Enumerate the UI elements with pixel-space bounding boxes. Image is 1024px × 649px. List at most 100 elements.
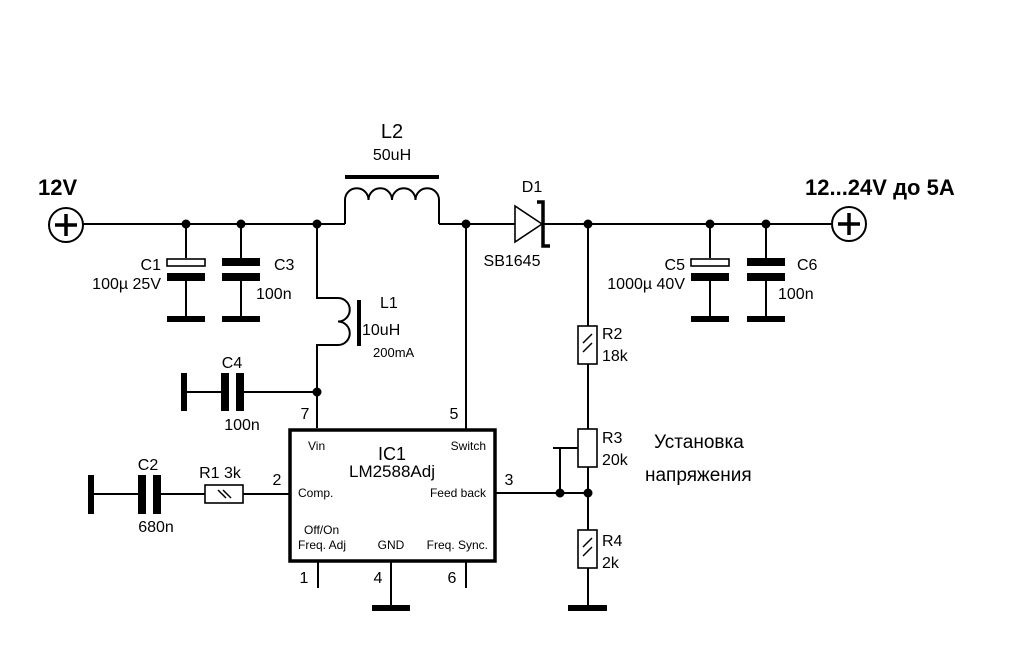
- junction-dot: [583, 488, 593, 498]
- r1-marking: [217, 489, 232, 499]
- r4-body: [577, 529, 598, 569]
- c3-value: 100n: [256, 286, 292, 303]
- junction-dot: [312, 387, 322, 397]
- plus-icon: [55, 214, 77, 236]
- l1-value: 10uH: [362, 322, 400, 339]
- plus-icon: [838, 213, 860, 235]
- pin-number-5: 5: [450, 406, 459, 423]
- r2-marking: [582, 333, 593, 353]
- ground-icon: [181, 373, 187, 411]
- c5-negative-plate: [691, 273, 729, 281]
- ground-icon: [372, 605, 410, 611]
- d1-schottky-cathode: [537, 200, 550, 248]
- capacitor-c5: C5 1000µ 40V: [607, 219, 730, 322]
- capacitor-c3: C3 100n: [222, 219, 295, 322]
- junction-dot: [181, 219, 191, 229]
- c6-ref: C6: [797, 257, 818, 274]
- r2-ref: R2: [602, 326, 623, 343]
- r3-body: [577, 428, 598, 468]
- capacitor-c6: C6 100n: [747, 219, 818, 322]
- d1-ref: D1: [522, 179, 543, 196]
- resistor-r4: R4 2k: [568, 529, 623, 611]
- annotation-line1: Установка: [654, 432, 744, 453]
- c1-value: 100µ 25V: [92, 276, 161, 293]
- ground-icon: [568, 605, 607, 611]
- pin-switch-label: Switch: [451, 439, 486, 453]
- l2-core: [345, 175, 439, 179]
- pin-freqadj-label: Freq. Adj: [298, 538, 346, 552]
- l2-value: 50uH: [373, 147, 411, 164]
- c3-ref: C3: [274, 257, 295, 274]
- r1-label: R1 3k: [199, 465, 242, 482]
- pin-number-1: 1: [300, 570, 309, 587]
- r3-wiper: [553, 447, 578, 493]
- ic1-lm2588: IC1 LM2588Adj Vin Switch Comp. Feed back…: [273, 406, 514, 611]
- c4-value: 100n: [224, 417, 260, 434]
- ground-icon: [691, 316, 729, 322]
- c4-plate-left: [221, 373, 229, 411]
- c2-value: 680n: [138, 519, 174, 536]
- c2-plate-right: [153, 475, 161, 514]
- output-terminal: 12...24V до 5А: [805, 175, 955, 242]
- c6-value: 100n: [778, 286, 814, 303]
- d1-value: SB1645: [484, 253, 541, 270]
- junction-dot: [555, 488, 565, 498]
- l2-ref: L2: [381, 121, 403, 143]
- l1-core: [357, 300, 361, 346]
- potentiometer-r3: R3 20k: [553, 428, 629, 493]
- c6-plate-bottom: [747, 273, 785, 281]
- r4-value: 2k: [602, 555, 620, 572]
- r2-body: [577, 325, 598, 365]
- ground-icon: [222, 316, 260, 322]
- l1-coil: [316, 224, 351, 428]
- junction-dot: [705, 219, 715, 229]
- ic1-ref: IC1: [378, 444, 406, 464]
- c3-plate-top: [222, 258, 260, 266]
- l1-rating: 200mA: [373, 345, 415, 360]
- r1-body: [204, 484, 244, 504]
- pin-number-4: 4: [374, 570, 383, 587]
- l1-ref: L1: [380, 295, 398, 312]
- pin-number-7: 7: [301, 406, 310, 423]
- r2-value: 18k: [602, 348, 629, 365]
- output-voltage-label: 12...24V до 5А: [805, 175, 955, 200]
- c1-ref: C1: [141, 257, 162, 274]
- c3-plate-bottom: [222, 273, 260, 281]
- pin-vin-label: Vin: [308, 439, 325, 453]
- input-voltage-label: 12V: [38, 175, 77, 200]
- c5-value: 1000µ 40V: [607, 276, 685, 293]
- diode-d1: D1 SB1645: [484, 179, 550, 270]
- pin-comp-label: Comp.: [298, 486, 333, 500]
- input-terminal: 12V: [38, 175, 84, 243]
- resistor-r1: R1 3k: [199, 465, 290, 504]
- c2-ref: C2: [138, 457, 159, 474]
- inductor-l2: L2 50uH: [344, 121, 440, 224]
- capacitor-c2: C2 680n: [88, 457, 205, 536]
- pin-number-6: 6: [448, 570, 457, 587]
- c4-ref: C4: [222, 355, 243, 372]
- l2-coil: [344, 187, 440, 224]
- ic1-part: LM2588Adj: [349, 462, 435, 481]
- ground-icon: [747, 316, 785, 322]
- pin-feedback-label: Feed back: [430, 486, 487, 500]
- pin-gnd-label: GND: [378, 538, 405, 552]
- annotation-line2: напряжения: [645, 465, 752, 486]
- c4-plate-right: [236, 373, 244, 411]
- junction-dot: [761, 219, 771, 229]
- inductor-l1: L1 10uH 200mA: [316, 224, 415, 428]
- resistor-r2: R2 18k: [577, 325, 629, 365]
- d1-anode-triangle: [514, 204, 544, 244]
- c5-ref: C5: [665, 257, 686, 274]
- pin-sync-label: Freq. Sync.: [427, 538, 488, 552]
- c6-plate-top: [747, 258, 785, 266]
- c1-negative-plate: [167, 273, 205, 281]
- pin-number-3: 3: [505, 472, 514, 489]
- c2-plate-left: [138, 475, 146, 514]
- pin-offon-label: Off/On: [304, 523, 339, 537]
- r3-ref: R3: [602, 430, 623, 447]
- pin-number-2: 2: [273, 472, 282, 489]
- ground-icon: [167, 316, 205, 322]
- junction-dot: [236, 219, 246, 229]
- c5-positive-plate: [690, 258, 730, 267]
